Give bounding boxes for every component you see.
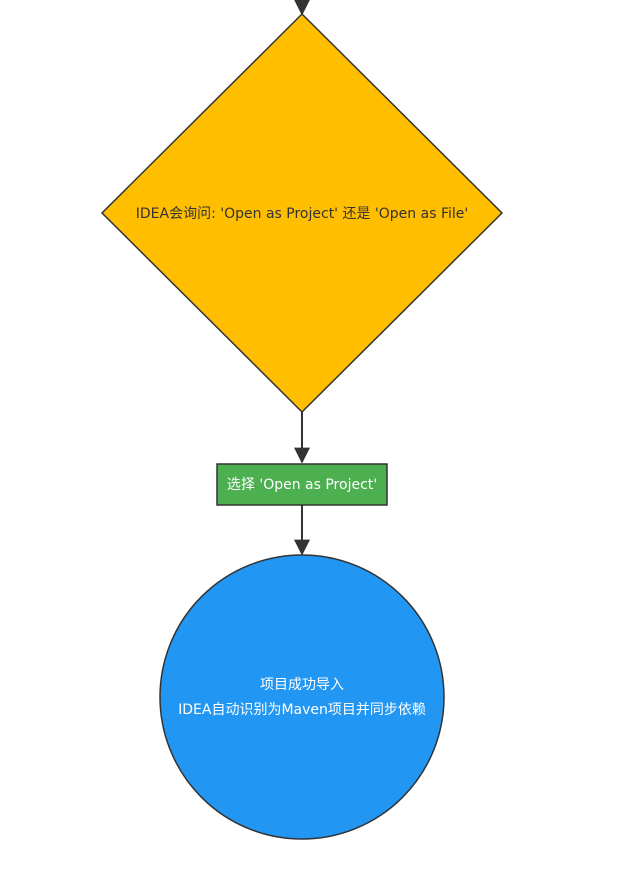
result-circle-shape xyxy=(159,554,445,840)
choose-label: 选择 'Open as Project' xyxy=(227,477,377,493)
choose-node[interactable]: 选择 'Open as Project' xyxy=(216,463,388,506)
result-label-line1: 项目成功导入 xyxy=(260,677,344,693)
decision-node[interactable]: IDEA会询问: 'Open as Project' 还是 'Open as F… xyxy=(100,12,504,414)
result-node[interactable]: 项目成功导入 IDEA自动识别为Maven项目并同步依赖 xyxy=(159,554,445,840)
decision-label: IDEA会询问: 'Open as Project' 还是 'Open as F… xyxy=(136,206,468,222)
result-label-line2: IDEA自动识别为Maven项目并同步依赖 xyxy=(178,702,426,718)
choose-rect-shape xyxy=(216,463,388,506)
